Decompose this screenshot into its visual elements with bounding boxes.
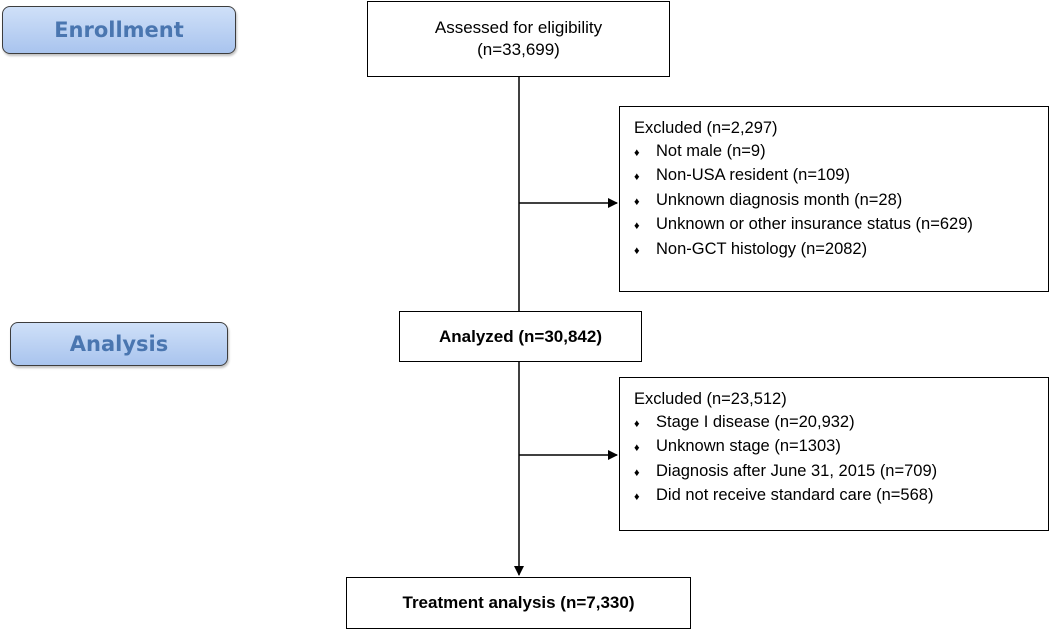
excluded-1-item: Not male (n=9)	[656, 141, 766, 160]
treatment-analysis-box: Treatment analysis (n=7,330)	[346, 577, 691, 629]
assessed-count: (n=33,699)	[477, 40, 560, 59]
excluded-box-1: Excluded (n=2,297) ♦ Not male (n=9) ♦ Non-…	[619, 106, 1049, 292]
diamond-icon: ♦	[634, 146, 640, 159]
list-item: ♦ Stage I disease (n=20,932)	[634, 411, 1034, 436]
list-item: ♦ Unknown or other insurance status (n=62…	[634, 213, 1034, 238]
list-item: ♦ Unknown diagnosis month (n=28)	[634, 189, 1034, 214]
diamond-icon: ♦	[634, 195, 640, 208]
excluded-2-list: ♦ Stage I disease (n=20,932) ♦ Unknown sta…	[634, 411, 1034, 509]
excluded-2-item: Stage I disease (n=20,932)	[656, 412, 855, 431]
excluded-2-item: Unknown stage (n=1303)	[656, 437, 841, 455]
list-item: ♦ Unknown stage (n=1303)	[634, 435, 1034, 460]
diamond-icon: ♦	[634, 244, 640, 257]
excluded-2-title: Excluded (n=23,512)	[634, 390, 787, 408]
excluded-1-item: Non-USA resident (n=109)	[656, 166, 850, 184]
excluded-1-item: Unknown diagnosis month (n=28)	[656, 190, 903, 209]
excluded-2-item: Diagnosis after June 31, 2015 (n=709)	[656, 461, 938, 480]
excluded-1-item: Non-GCT histology (n=2082)	[656, 239, 868, 258]
list-item: ♦ Did not receive standard care (n=568)	[634, 484, 1034, 509]
analyzed-box: Analyzed (n=30,842)	[399, 311, 642, 362]
list-item: ♦ Non-GCT histology (n=2082)	[634, 238, 1034, 263]
analysis-stage-label: Analysis	[10, 322, 228, 366]
treatment-analysis-label: Treatment analysis (n=7,330)	[402, 593, 635, 612]
list-item: ♦ Non-USA resident (n=109)	[634, 164, 1034, 189]
excluded-2-item: Did not receive standard care (n=568)	[656, 486, 934, 504]
diamond-icon: ♦	[634, 220, 640, 232]
analyzed-label: Analyzed (n=30,842)	[439, 326, 602, 346]
diamond-icon: ♦	[634, 442, 640, 454]
excluded-1-list: ♦ Not male (n=9) ♦ Non-USA resident (n=109…	[634, 140, 1034, 263]
diamond-icon: ♦	[634, 171, 640, 183]
enrollment-stage-label: Enrollment	[2, 6, 236, 54]
diamond-icon: ♦	[634, 466, 640, 479]
assessed-box: Assessed for eligibility (n=33,699)	[367, 1, 670, 77]
excluded-box-2: Excluded (n=23,512) ♦ Stage I disease (n=…	[619, 377, 1049, 531]
excluded-1-title: Excluded (n=2,297)	[634, 119, 778, 137]
list-item: ♦ Diagnosis after June 31, 2015 (n=709)	[634, 460, 1034, 485]
diamond-icon: ♦	[634, 491, 640, 503]
assessed-label: Assessed for eligibility	[434, 18, 603, 37]
excluded-1-item: Unknown or other insurance status (n=629…	[656, 215, 973, 233]
list-item: ♦ Not male (n=9)	[634, 140, 1034, 165]
diamond-icon: ♦	[634, 417, 640, 430]
